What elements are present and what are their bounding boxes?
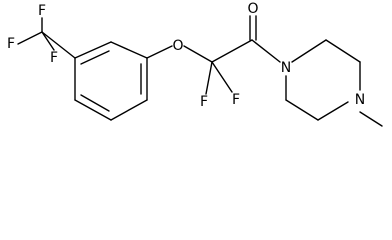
pip-bond-4 [317, 101, 349, 121]
ring-double-3 [80, 94, 110, 112]
bond-carbonyl-n [251, 39, 281, 63]
atom-f-alpha-left: F [200, 94, 208, 110]
bond-cf3-f-left [17, 31, 43, 45]
atom-labels: F F F O F F O N N [7, 1, 365, 110]
ring-bond-5 [74, 99, 112, 121]
ring-double-1 [80, 50, 110, 65]
atom-n-methyl: N [355, 92, 365, 108]
atom-o-ether: O [172, 38, 183, 54]
bonds [17, 15, 383, 127]
bond-ring-oxygen [146, 45, 173, 59]
bond-oxygen-cf2 [183, 45, 213, 63]
bond-n-methyl [359, 111, 383, 127]
atom-f-bottom: F [50, 50, 58, 66]
ring-bond-1 [74, 41, 112, 59]
bond-cf2-carbonyl [211, 39, 253, 63]
molecule-structure: F F F O F F O N N [7, 1, 383, 127]
atom-n-amide: N [281, 60, 291, 76]
atom-f-left: F [7, 36, 15, 52]
atom-f-alpha-right: F [232, 92, 240, 108]
ring-bond-4 [110, 99, 148, 121]
bond-cf3-ring [41, 31, 76, 59]
bond-cf2-f-right [211, 61, 233, 93]
pip-bond-1 [291, 39, 327, 63]
pip-bond-5 [285, 99, 319, 121]
bond-cf3-f-bottom [41, 31, 55, 51]
pip-bond-2 [325, 39, 361, 63]
atom-f-top: F [38, 3, 46, 19]
bond-cf2-f-left [205, 61, 213, 95]
atom-o-carbonyl: O [247, 1, 258, 17]
ring-bond-2 [110, 41, 148, 59]
